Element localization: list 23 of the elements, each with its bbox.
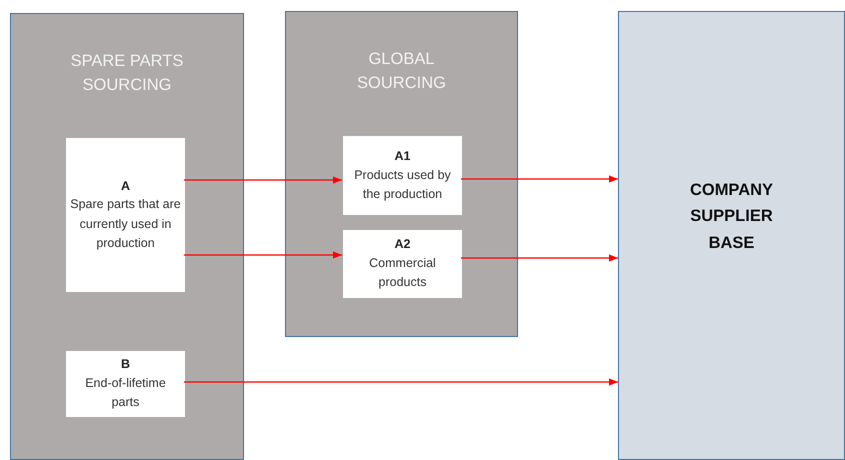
category-card xyxy=(66,138,185,292)
group-panel xyxy=(285,11,518,337)
card-text: Spare parts that are currently used in production xyxy=(70,196,181,252)
group-panel xyxy=(10,13,244,460)
card-title: A xyxy=(120,178,130,195)
card-text: End-of-lifetime parts xyxy=(84,375,167,412)
card-text: Products used by the production xyxy=(353,166,452,203)
panel-heading: SPARE PARTS SOURCING xyxy=(70,51,184,96)
arrow xyxy=(184,378,618,386)
card-title: B xyxy=(120,356,130,374)
card-title: A2 xyxy=(394,236,410,254)
card-title: A1 xyxy=(394,148,410,165)
card-text: Commercial products xyxy=(368,255,437,292)
category-card xyxy=(66,351,185,417)
panel-heading: GLOBAL SOURCING xyxy=(356,49,447,94)
arrow xyxy=(461,254,618,262)
supplier-panel xyxy=(618,11,845,460)
arrow xyxy=(184,251,342,259)
panel-heading: COMPANY SUPPLIER BASE xyxy=(688,180,774,254)
category-card xyxy=(343,136,462,215)
arrow xyxy=(461,175,618,183)
category-card xyxy=(343,230,462,298)
arrow xyxy=(184,176,342,184)
